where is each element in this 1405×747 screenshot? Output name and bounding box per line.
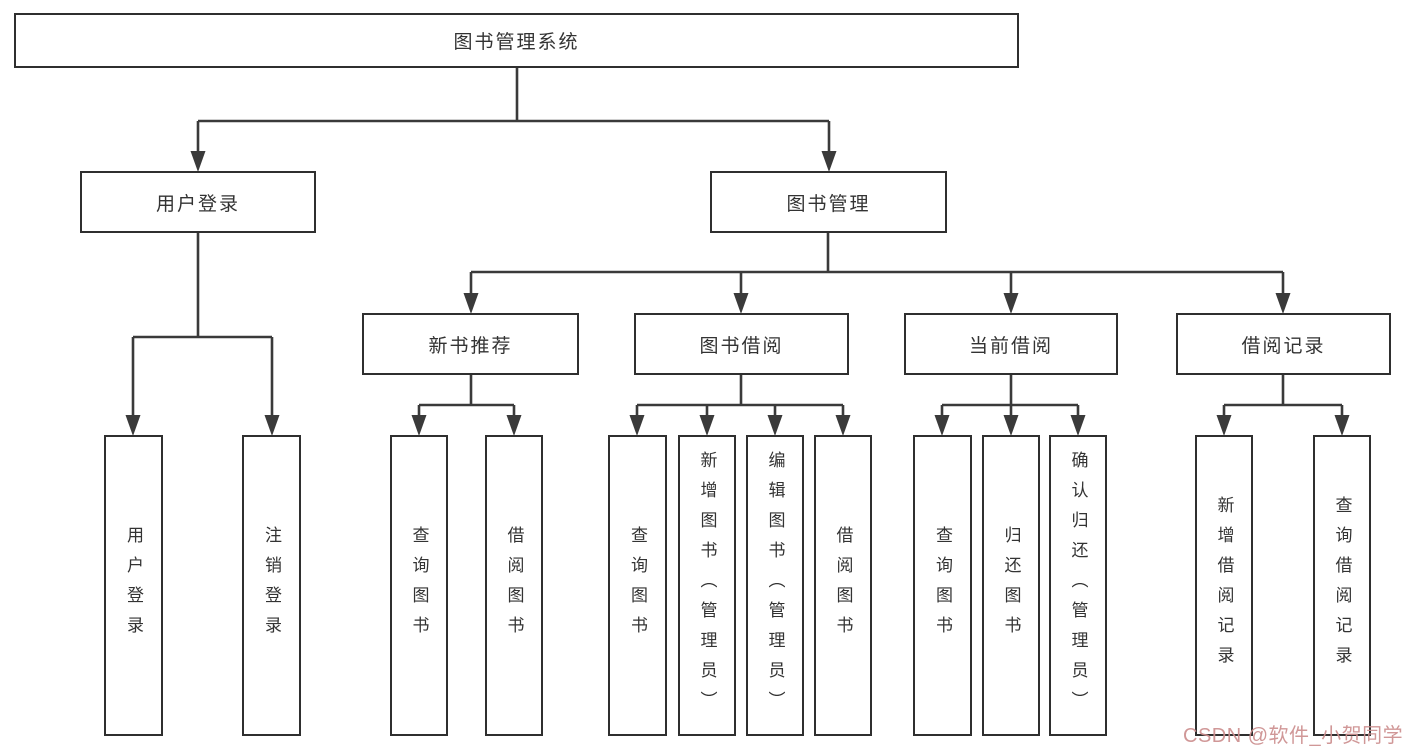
leaf-record-query-label: 查询借阅记录	[1332, 495, 1352, 676]
node-current-borrow: 当前借阅	[904, 313, 1118, 375]
leaf-logout: 注销登录	[242, 435, 301, 736]
leaf-record-query: 查询借阅记录	[1313, 435, 1371, 736]
node-root: 图书管理系统	[14, 13, 1019, 68]
node-new-book-rec-label: 新书推荐	[428, 335, 513, 357]
leaf-cur-return-book-label: 归还图书	[1001, 525, 1021, 646]
arrowhead-new-book-rec	[463, 293, 479, 314]
arrowhead-cur-return	[1003, 415, 1019, 436]
leaf-bor-add-book-label: 新增图书（管理员）	[697, 450, 717, 721]
arrowhead-rec-borrow	[506, 415, 522, 436]
leaf-bor-borrow-book: 借阅图书	[814, 435, 872, 736]
leaf-bor-query-book-label: 查询图书	[628, 525, 647, 646]
arrowhead-rec-query	[411, 415, 427, 436]
leaf-rec-borrow-book: 借阅图书	[485, 435, 543, 736]
node-root-label: 图书管理系统	[453, 32, 580, 53]
leaf-logout-label: 注销登录	[262, 525, 281, 646]
leaf-bor-borrow-book-label: 借阅图书	[833, 525, 853, 646]
arrowhead-cur-confirm	[1070, 415, 1086, 436]
arrowhead-book-mgmt	[821, 151, 837, 172]
node-new-book-rec: 新书推荐	[362, 313, 579, 375]
leaf-cur-confirm-return-label: 确认归还（管理员）	[1068, 450, 1088, 721]
leaf-rec-query-book-label: 查询图书	[409, 525, 429, 646]
arrowhead-leaf-user-login	[125, 415, 141, 436]
node-user-login: 用户登录	[80, 171, 316, 233]
node-current-borrow-label: 当前借阅	[968, 335, 1053, 357]
leaf-user-login-label: 用户登录	[124, 525, 143, 646]
arrowhead-bor-borrow	[835, 415, 851, 436]
leaf-cur-confirm-return: 确认归还（管理员）	[1049, 435, 1107, 736]
leaf-bor-add-book: 新增图书（管理员）	[678, 435, 736, 736]
arrowhead-bor-add	[699, 415, 715, 436]
node-book-mgmt-label: 图书管理	[786, 193, 871, 215]
arrowhead-borrow-record	[1275, 293, 1291, 314]
leaf-rec-query-book: 查询图书	[390, 435, 448, 736]
node-borrow-record: 借阅记录	[1176, 313, 1391, 375]
leaf-record-add-label: 新增借阅记录	[1214, 495, 1234, 676]
leaf-user-login: 用户登录	[104, 435, 163, 736]
node-book-mgmt: 图书管理	[710, 171, 947, 233]
leaf-cur-query-book-label: 查询图书	[933, 525, 952, 646]
node-user-login-label: 用户登录	[155, 193, 240, 215]
leaf-cur-return-book: 归还图书	[982, 435, 1040, 736]
csdn-watermark: CSDN @软件_小贺同学	[1183, 725, 1404, 747]
arrowhead-current-borrow	[1003, 293, 1019, 314]
node-book-borrow-label: 图书借阅	[699, 335, 784, 357]
arrowhead-cur-query	[934, 415, 950, 436]
arrowhead-bor-query	[629, 415, 645, 436]
node-borrow-record-label: 借阅记录	[1241, 335, 1326, 357]
leaf-record-add: 新增借阅记录	[1195, 435, 1253, 736]
leaf-bor-query-book: 查询图书	[608, 435, 667, 736]
arrowhead-user-login	[190, 151, 206, 172]
leaf-cur-query-book: 查询图书	[913, 435, 972, 736]
arrowhead-leaf-logout	[264, 415, 280, 436]
arrowhead-record-query	[1334, 415, 1350, 436]
arrowhead-book-borrow	[733, 293, 749, 314]
leaf-rec-borrow-book-label: 借阅图书	[504, 525, 524, 646]
arrowhead-record-add	[1216, 415, 1232, 436]
leaf-bor-edit-book: 编辑图书（管理员）	[746, 435, 804, 736]
arrowhead-bor-edit	[767, 415, 783, 436]
node-book-borrow: 图书借阅	[634, 313, 849, 375]
leaf-bor-edit-book-label: 编辑图书（管理员）	[765, 450, 785, 721]
